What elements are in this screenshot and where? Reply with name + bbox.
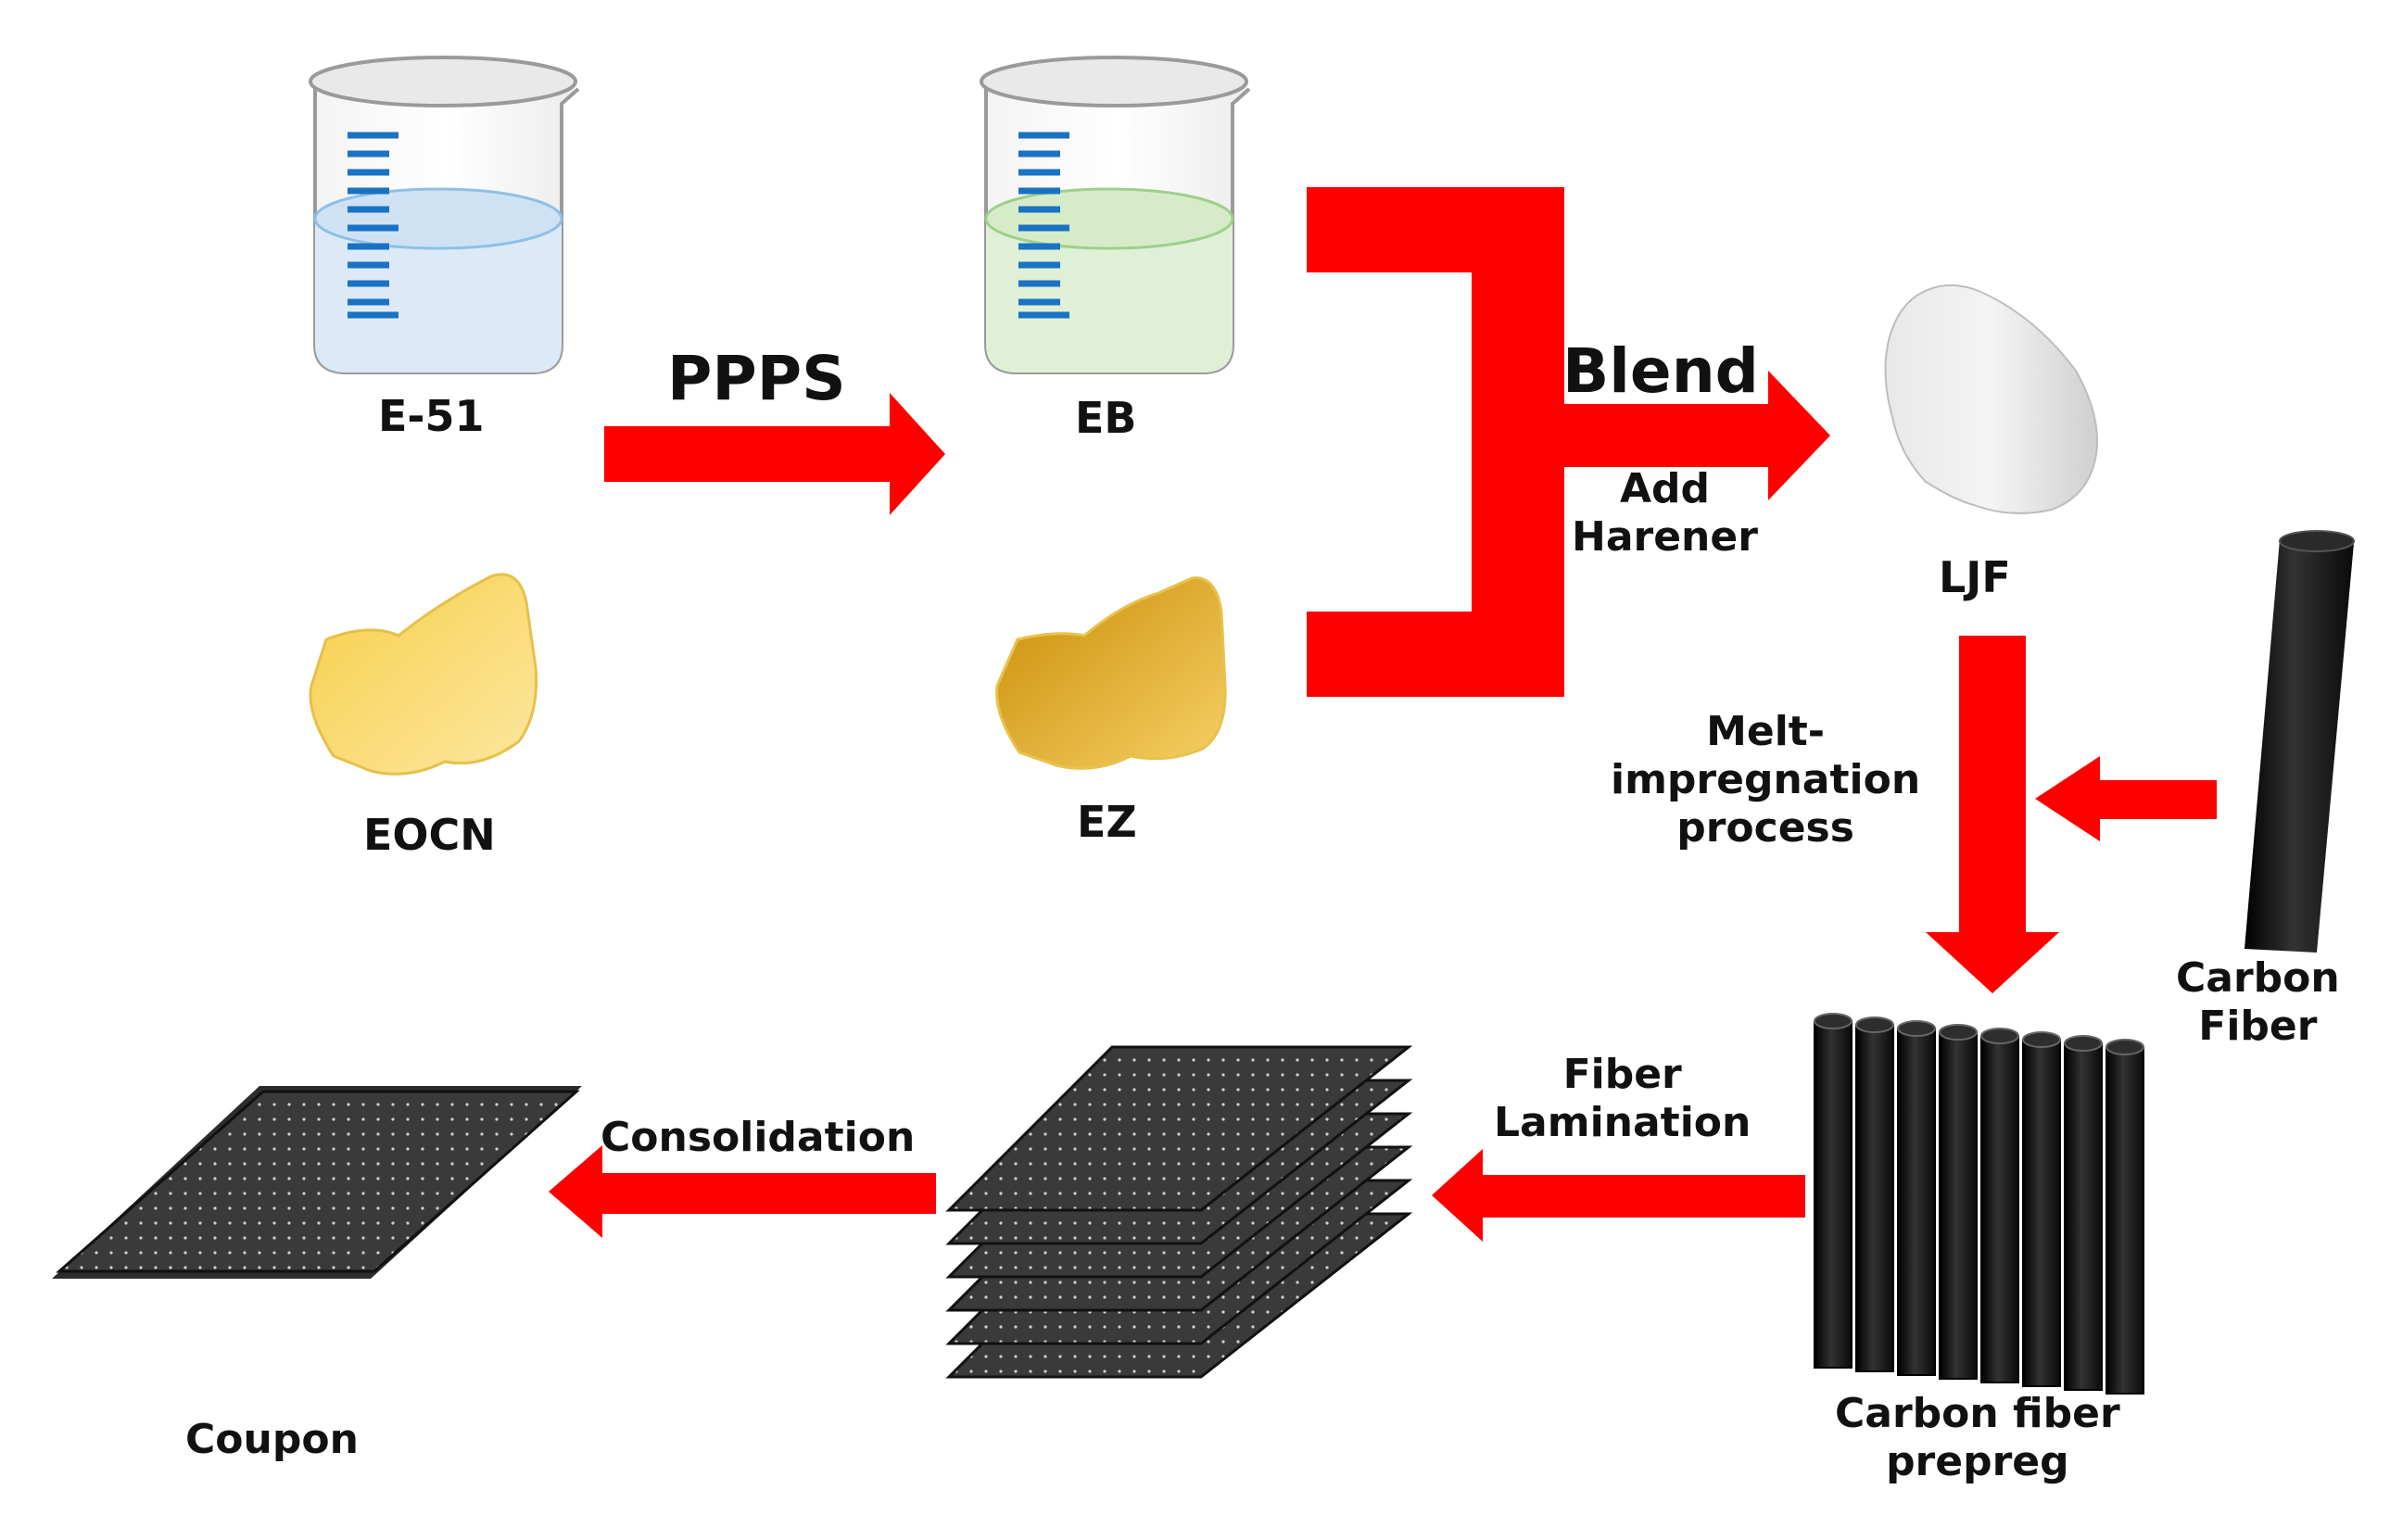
consolidation-arrow bbox=[549, 1145, 936, 1238]
eocn-label: EOCN bbox=[363, 810, 496, 860]
ljf-label: LJF bbox=[1939, 552, 2011, 602]
prepreg-rod bbox=[2105, 1039, 2144, 1395]
liquid-e51 bbox=[315, 219, 562, 372]
carbon-fiber-arrow bbox=[2035, 756, 2217, 841]
ez-label: EZ bbox=[1077, 797, 1137, 847]
ppps-label: PPPS bbox=[667, 343, 846, 414]
prepreg-rod bbox=[2022, 1031, 2061, 1387]
carbon-fiber-label: Carbon Fiber bbox=[2176, 954, 2340, 1050]
melt-impregnation-arrow bbox=[1926, 636, 2059, 993]
liquid-eb bbox=[986, 219, 1233, 372]
prepreg-rod bbox=[1980, 1028, 2019, 1383]
beaker-eb bbox=[980, 56, 1251, 374]
coupon-label: Coupon bbox=[185, 1416, 359, 1463]
prepreg-rod bbox=[1939, 1024, 1978, 1380]
scale-marks-e51 bbox=[348, 132, 398, 319]
prepreg-rod bbox=[1855, 1016, 1894, 1372]
ppps-arrow bbox=[604, 393, 945, 515]
blend-label: Blend bbox=[1562, 335, 1759, 407]
prepreg-rod bbox=[1814, 1013, 1853, 1369]
coupon-sheet bbox=[52, 1086, 582, 1279]
eocn-lump bbox=[309, 573, 538, 776]
prepreg-rod bbox=[2064, 1035, 2103, 1391]
melt-impregnation-label: Melt- impregnation process bbox=[1611, 708, 1921, 852]
ez-lump bbox=[995, 576, 1227, 770]
add-hardener-label: Add Harener bbox=[1572, 465, 1758, 561]
blend-bracket bbox=[1307, 187, 1830, 697]
fiber-lamination-label: Fiber Lamination bbox=[1494, 1051, 1751, 1146]
consolidation-label: Consolidation bbox=[601, 1114, 916, 1161]
carbon-fiber-prepreg bbox=[1814, 1013, 2144, 1395]
beaker-e51 bbox=[309, 56, 580, 374]
ljf-blob bbox=[1884, 284, 2099, 514]
laminate-sheet bbox=[945, 1045, 1413, 1212]
carbon-fiber-rod bbox=[2245, 530, 2355, 953]
fiber-lamination-arrow bbox=[1432, 1149, 1805, 1242]
eb-label: EB bbox=[1075, 393, 1137, 443]
prepreg-label: Carbon fiber prepreg bbox=[1835, 1390, 2120, 1485]
scale-marks-eb bbox=[1018, 132, 1069, 319]
laminate-stack bbox=[945, 1045, 1413, 1379]
prepreg-rod bbox=[1897, 1020, 1936, 1376]
e51-label: E-51 bbox=[378, 391, 485, 441]
